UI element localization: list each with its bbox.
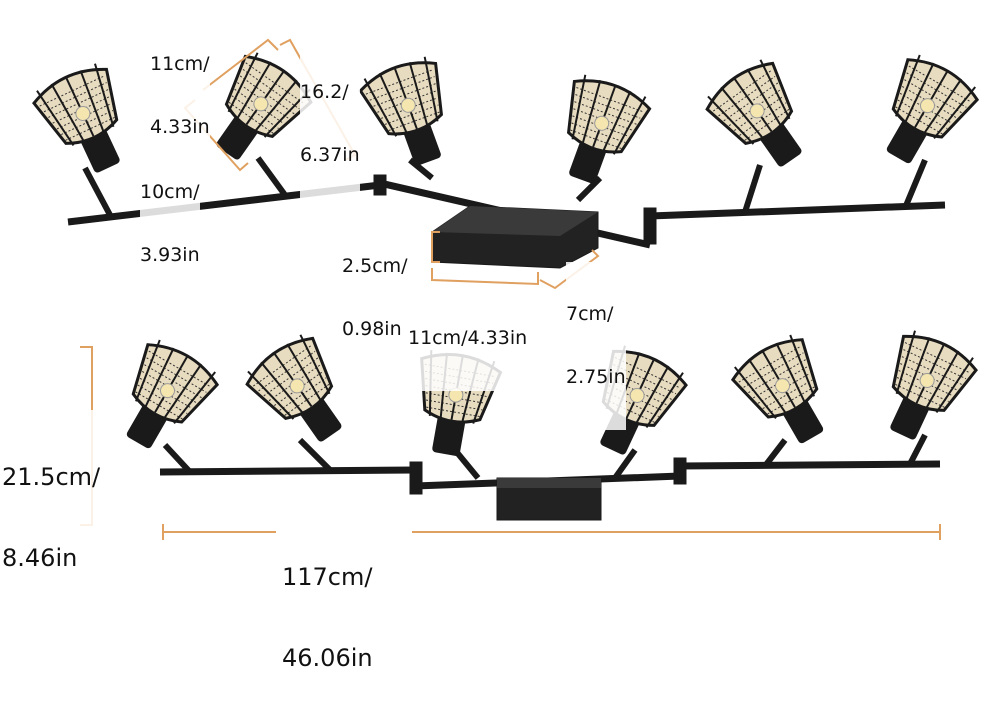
spotlight: [705, 59, 802, 213]
base-width-label: 7cm/ 2.75in: [566, 262, 626, 430]
top-fixture-view: [67, 174, 946, 269]
spotlight: [890, 330, 978, 466]
bottom-fixture-view: [159, 457, 941, 521]
canopy-top: [432, 206, 598, 236]
shade-width-line: [202, 38, 279, 91]
base-height-line: [431, 231, 440, 263]
spotlights: [32, 52, 980, 480]
product-dimension-diagram: 11cm/ 4.33in 16.2/ 6.37in 10cm/ 3.93in 2…: [2, 38, 980, 672]
base-length-value: 11cm/4.33in: [408, 327, 528, 349]
spotlight: [126, 339, 220, 475]
shade-width-in: 4.33in: [150, 116, 210, 138]
bottom-left-joint: [409, 461, 423, 495]
shade-length-cm: 16.2/: [300, 81, 349, 103]
bottom-canopy-top: [497, 478, 601, 488]
spotlight: [216, 52, 313, 197]
spotlight: [32, 63, 120, 217]
shade-length-in: 6.37in: [300, 144, 360, 166]
total-length-in: 46.06in: [282, 644, 373, 672]
base-width-cm: 7cm/: [566, 303, 614, 325]
shade-depth-label: 10cm/ 3.93in: [140, 140, 200, 308]
spotlight: [566, 74, 652, 203]
total-length-cm: 117cm/: [282, 563, 373, 591]
base-width-in: 2.75in: [566, 366, 626, 388]
spotlight: [358, 56, 444, 181]
shade-length-label: 16.2/ 6.37in: [300, 40, 360, 208]
shade-depth-cm: 10cm/: [140, 181, 200, 203]
right-joint: [643, 207, 657, 245]
base-height-cm: 2.5cm/: [342, 255, 408, 277]
left-joint: [373, 174, 387, 196]
base-height-in: 0.98in: [342, 318, 402, 340]
spotlight: [886, 54, 980, 210]
shade-width-cm: 11cm/: [150, 53, 210, 75]
spotlight: [245, 334, 342, 473]
bottom-right-joint: [673, 457, 687, 485]
bottom-bar-left: [159, 466, 416, 476]
shade-depth-in: 3.93in: [140, 244, 200, 266]
spotlight: [730, 334, 824, 468]
base-length-line: [431, 268, 539, 286]
total-height-cm: 21.5cm/: [2, 463, 101, 491]
total-height-label: 21.5cm/ 8.46in: [2, 410, 101, 626]
total-height-in: 8.46in: [2, 544, 78, 572]
bottom-bar-right: [679, 460, 941, 470]
total-length-label: 117cm/ 46.06in: [282, 510, 373, 726]
base-length-label: 11cm/4.33in: [408, 286, 528, 391]
right-arm: [649, 201, 946, 220]
base-height-label: 2.5cm/ 0.98in: [342, 214, 408, 382]
fixture-illustration: [32, 38, 980, 540]
